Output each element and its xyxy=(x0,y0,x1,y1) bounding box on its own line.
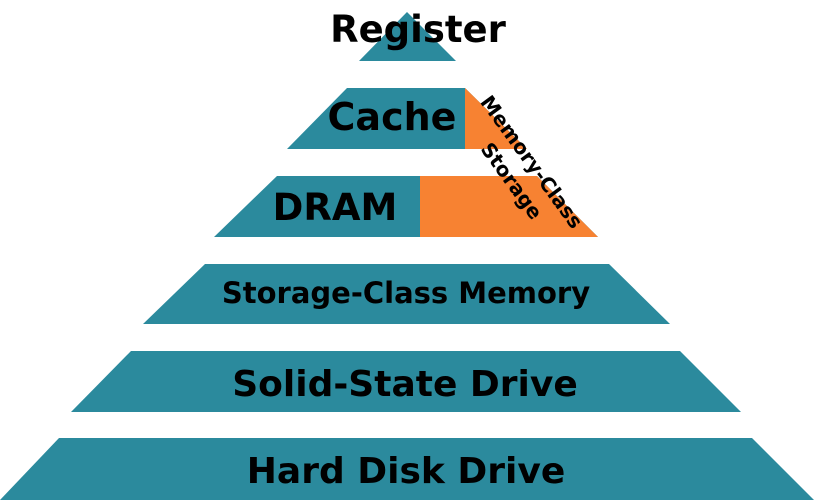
tier-scm-shape xyxy=(143,264,670,324)
tier-ssd-shape xyxy=(71,351,741,412)
tier-hdd-shape xyxy=(0,438,814,500)
tier-register-label: Register xyxy=(330,8,507,51)
tier-ssd-label: Solid-State Drive xyxy=(232,364,578,405)
tier-hdd-label: Hard Disk Drive xyxy=(247,451,565,492)
tier-scm-label: Storage-Class Memory xyxy=(222,276,590,310)
tier-cache-label: Cache xyxy=(328,95,457,139)
memory-class-storage-cache-region xyxy=(465,88,527,149)
tier-dram-label: DRAM xyxy=(273,186,398,229)
tier-register-shape xyxy=(359,12,456,61)
memory-class-storage-dram-region xyxy=(420,176,598,237)
